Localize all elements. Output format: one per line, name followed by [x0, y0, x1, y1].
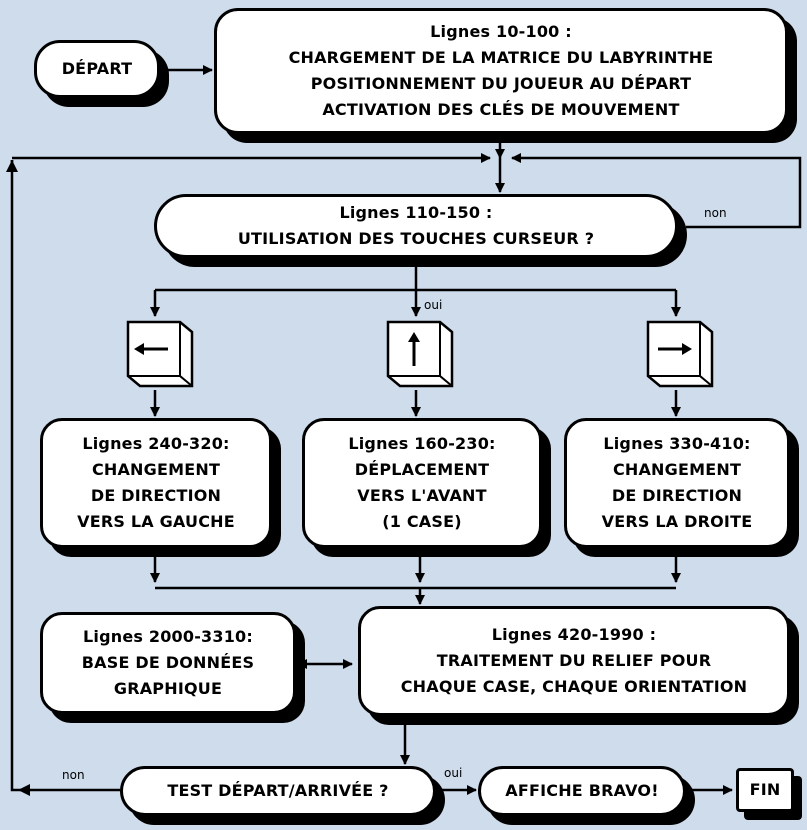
init-line-3: ACTIVATION DES CLÉS DE MOUVEMENT [322, 100, 680, 119]
right-arrow-icon [646, 320, 714, 388]
move-forward-line-1: DÉPLACEMENT [354, 460, 490, 479]
init-line-1: CHARGEMENT DE LA MATRICE DU LABYRINTHE [288, 48, 714, 67]
label-oui-top: oui [424, 298, 443, 312]
loop-left-arrowhead [18, 784, 30, 796]
cursor-test-box: Lignes 110-150 : UTILISATION DES TOUCHES… [154, 194, 678, 258]
turn-right-line-2: DE DIRECTION [611, 486, 743, 505]
relief-processing-box: Lignes 420-1990 : TRAITEMENT DU RELIEF P… [358, 606, 790, 716]
relief-line-2: CHAQUE CASE, CHAQUE ORIENTATION [400, 677, 748, 696]
move-forward-box: Lignes 160-230: DÉPLACEMENT VERS L'AVANT… [302, 418, 542, 548]
depart-label: DÉPART [61, 59, 133, 78]
cursor-test-question: UTILISATION DES TOUCHES CURSEUR ? [237, 229, 595, 248]
depart-box: DÉPART [34, 40, 160, 98]
test-arrival-label: TEST DÉPART/ARRIVÉE ? [167, 781, 389, 800]
bravo-box: AFFICHE BRAVO! [478, 766, 686, 816]
turn-left-line-3: VERS LA GAUCHE [77, 512, 235, 531]
left-arrow-icon [126, 320, 194, 388]
turn-right-line-1: CHANGEMENT [612, 460, 742, 479]
init-line-2: POSITIONNEMENT DU JOUEUR AU DÉPART [310, 74, 692, 93]
loop-non-top [511, 153, 802, 229]
label-oui-bottom: oui [444, 766, 463, 780]
init-box: Lignes 10-100 : CHARGEMENT DE LA MATRICE… [214, 8, 788, 134]
bravo-label: AFFICHE BRAVO! [505, 781, 659, 800]
turn-left-title: Lignes 240-320: [82, 434, 230, 453]
loop-up-arrowhead [6, 160, 18, 172]
init-title: Lignes 10-100 : [430, 22, 572, 41]
move-forward-title: Lignes 160-230: [348, 434, 496, 453]
label-non-top: non [704, 206, 727, 220]
test-arrival-box: TEST DÉPART/ARRIVÉE ? [120, 766, 436, 816]
label-non-bottom: non [62, 768, 85, 782]
loop-non-bottom [10, 160, 120, 792]
turn-right-title: Lignes 330-410: [603, 434, 751, 453]
turn-right-box: Lignes 330-410: CHANGEMENT DE DIRECTION … [564, 418, 790, 548]
database-line-1: BASE DE DONNÉES [81, 653, 255, 672]
turn-right-line-3: VERS LA DROITE [601, 512, 753, 531]
relief-line-1: TRAITEMENT DU RELIEF POUR [436, 651, 712, 670]
fin-box: FIN [736, 768, 794, 812]
turn-left-box: Lignes 240-320: CHANGEMENT DE DIRECTION … [40, 418, 272, 548]
up-arrow-icon [386, 320, 454, 388]
move-forward-line-3: (1 CASE) [382, 512, 462, 531]
database-line-2: GRAPHIQUE [113, 679, 223, 698]
database-title: Lignes 2000-3310: [83, 627, 253, 646]
turn-left-line-1: CHANGEMENT [91, 460, 221, 479]
cursor-test-title: Lignes 110-150 : [339, 203, 493, 222]
fin-label: FIN [749, 780, 781, 799]
move-forward-line-2: VERS L'AVANT [357, 486, 487, 505]
graphics-database-box: Lignes 2000-3310: BASE DE DONNÉES GRAPHI… [40, 612, 296, 714]
relief-title: Lignes 420-1990 : [491, 625, 657, 644]
turn-left-line-2: DE DIRECTION [90, 486, 222, 505]
